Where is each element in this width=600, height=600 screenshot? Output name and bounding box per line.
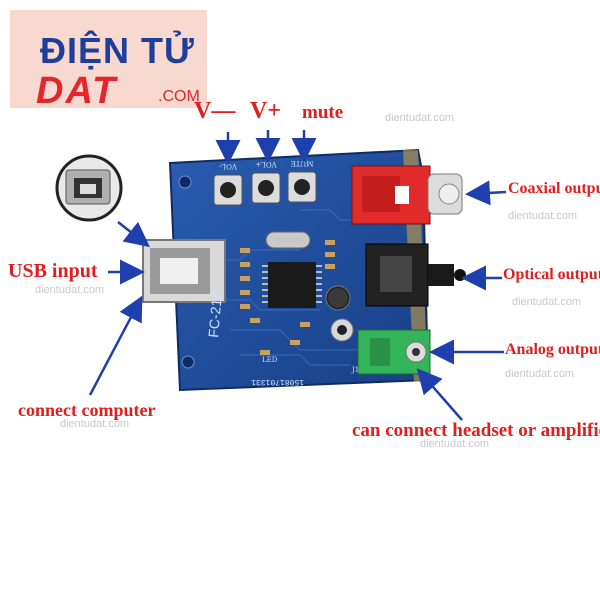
board-serial-text: 15081701331 [251, 377, 304, 386]
arrow-headset [416, 368, 463, 421]
label-coaxial-output: Coaxial output [508, 180, 600, 197]
board-label-vol-minus: VOL- [219, 162, 238, 170]
board-model-text: FC-215 [205, 290, 225, 338]
board-led-text: LED [262, 356, 278, 364]
watermark-left: dientudat.com [35, 284, 105, 296]
logo-text-bottom: DAT [36, 70, 118, 112]
watermark-top: dientudat.com [385, 112, 455, 124]
label-v-plus: V+ [250, 98, 282, 124]
watermark-right-1: dientudat.com [508, 210, 578, 222]
watermark-bottom-left: dientudat.com [60, 418, 130, 430]
arrow-connect-computer [88, 295, 143, 396]
label-analog-output: Analog output [505, 341, 600, 358]
board-jack-text: J1 [351, 366, 359, 374]
watermark-bottom-right: dientudat.com [420, 438, 490, 450]
logo-suffix: .COM [158, 88, 200, 105]
watermark-right-2: dientudat.com [512, 296, 582, 308]
arrow-coaxial [465, 180, 507, 206]
crystal-oscillator [265, 231, 311, 249]
main-chip [262, 262, 322, 308]
label-v-minus: V— [194, 98, 236, 124]
coaxial-jack [351, 165, 463, 225]
arrow-usb-zoom [117, 221, 150, 248]
board-label-vol-plus: VOL+ [255, 160, 277, 168]
usb-zoom-inset [55, 154, 123, 222]
watermark-right-3: dientudat.com [505, 368, 575, 380]
usb-b-port [142, 239, 226, 303]
label-connect-computer: connect computer [18, 400, 156, 420]
optical-jack [365, 243, 466, 307]
analog-jack [357, 329, 431, 375]
capacitors [325, 285, 354, 342]
callout-arrows [88, 130, 507, 421]
label-headset: can connect headset or amplifier [352, 420, 600, 441]
label-mute: mute [302, 102, 344, 123]
label-usb-input: USB input [8, 260, 98, 282]
smd-components [240, 240, 335, 355]
board-buttons [213, 171, 317, 206]
label-optical-output: Optical output [503, 266, 600, 283]
board-label-mute: MUTE [291, 159, 314, 167]
logo-text-top: ĐIỆN TỬ [40, 30, 195, 71]
site-logo: ĐIỆN TỬ DAT .COM [10, 10, 207, 112]
